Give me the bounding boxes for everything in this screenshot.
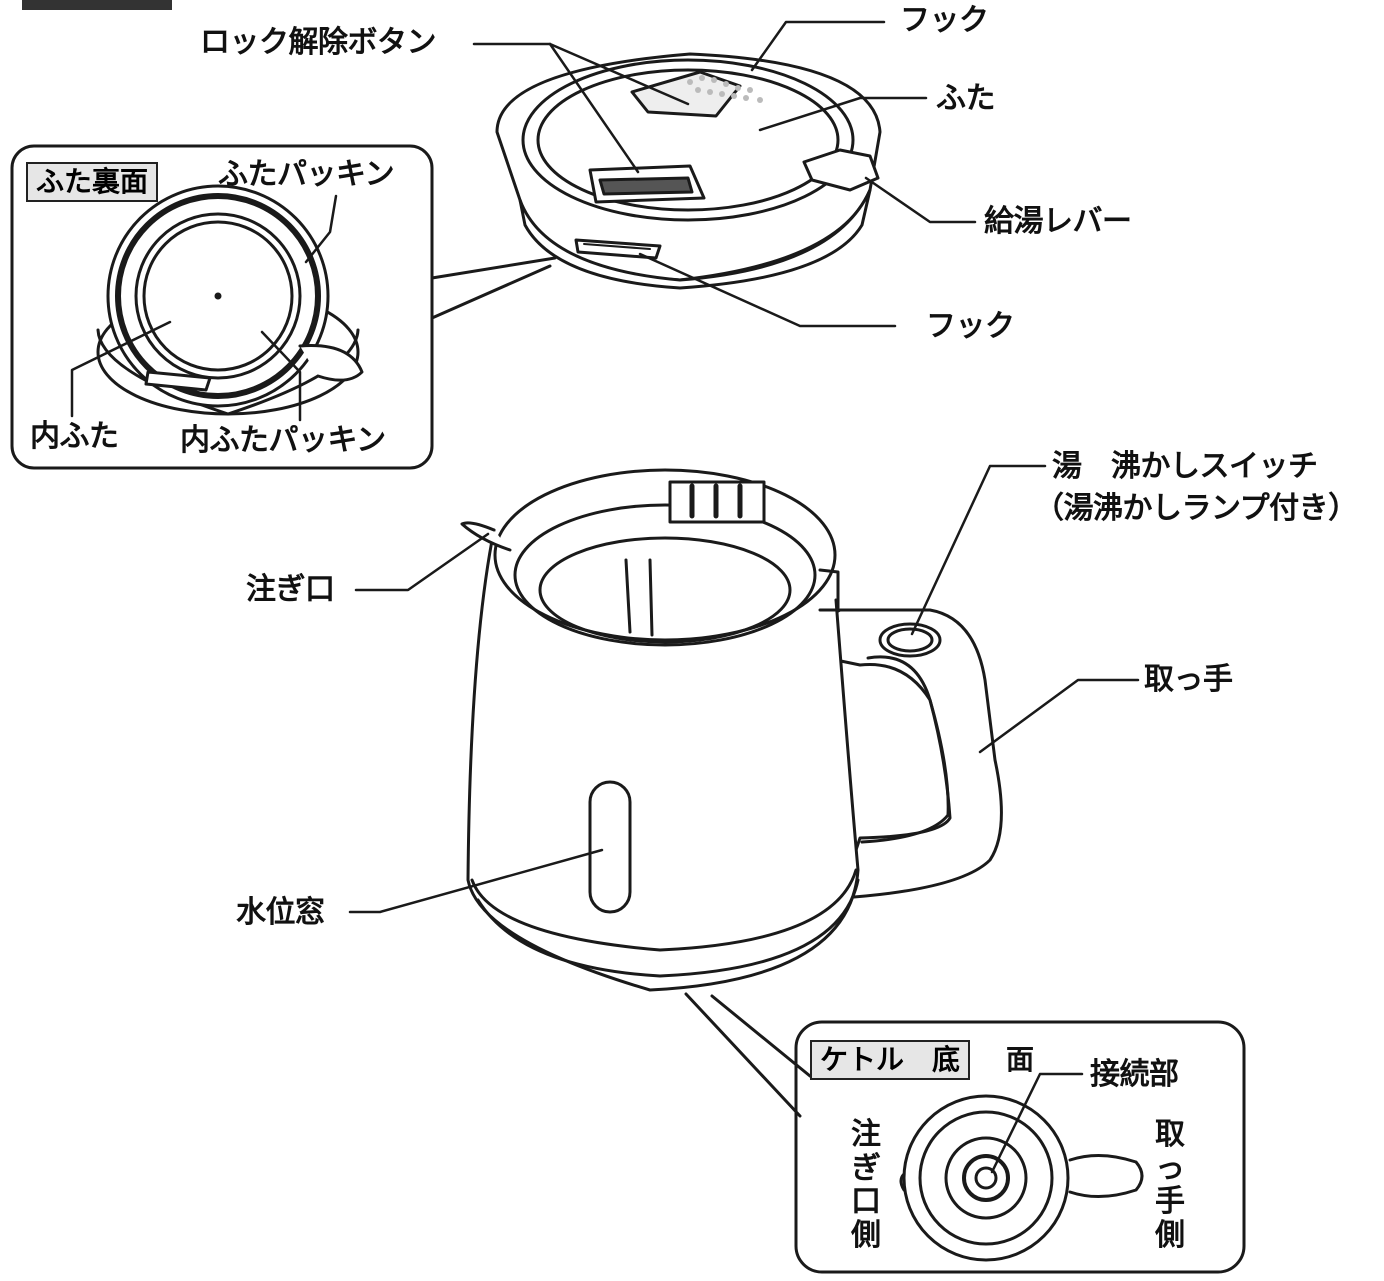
kettle-bottom-tag: ケトル 底	[810, 1040, 971, 1080]
inner-lid-label: 内ふた	[30, 419, 119, 454]
lid-back-tag: ふた裏面	[26, 162, 159, 202]
hook-top-label: フック	[900, 3, 989, 38]
lid-illustration	[495, 52, 882, 290]
connector-label: 接続部	[1090, 1057, 1179, 1092]
leader-lines	[70, 20, 1140, 1174]
boil-switch-label: 湯 沸かしスイッチ	[1052, 449, 1318, 484]
water-window-label: 水位窓	[236, 895, 325, 930]
spout-label: 注ぎ口	[246, 572, 335, 607]
section-tab-marker	[22, 0, 172, 10]
spout-side-label: 注 ぎ 口 側	[851, 1117, 881, 1253]
lid-packing-label: ふたパッキン	[218, 157, 395, 192]
lid-back-inset	[10, 144, 557, 470]
lock-release-button-label: ロック解除ボタン	[200, 25, 437, 60]
hook-bottom-label: フック	[926, 309, 1015, 344]
lid-label: ふた	[936, 81, 996, 116]
handle-label: 取っ手	[1144, 662, 1233, 697]
handle-side-label: 取 っ 手 側	[1155, 1117, 1185, 1253]
pour-lever-label: 給湯レバー	[984, 204, 1132, 239]
kettle-bottom-tag-suffix: 面	[1006, 1043, 1034, 1076]
kettle-illustration	[460, 468, 1003, 992]
inner-lid-packing-label: 内ふたパッキン	[180, 423, 386, 458]
boil-switch-note: （湯沸かしランプ付き）	[1034, 491, 1358, 526]
kettle-bottom-inset	[684, 992, 1246, 1274]
